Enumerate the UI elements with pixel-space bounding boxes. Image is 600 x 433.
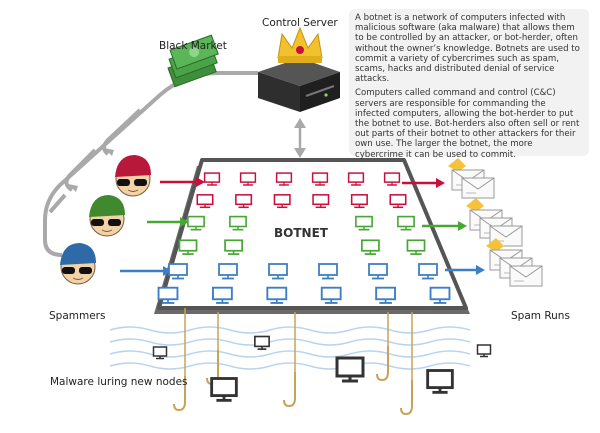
description-panel: A botnet is a network of computers infec…: [349, 9, 589, 160]
spammer-green-icon: [89, 195, 125, 237]
crown-icon: [277, 26, 323, 63]
description-paragraph-1: A botnet is a network of computers infec…: [355, 13, 580, 85]
spam-runs-label: Spam Runs: [511, 310, 570, 322]
description-paragraph-2: Computers called command and control (C&…: [355, 88, 580, 160]
spammers-label: Spammers: [49, 310, 106, 322]
spam-envelopes-blue: [486, 238, 543, 287]
spam-envelopes-red: [448, 158, 495, 199]
fishing-hooks: [173, 308, 413, 415]
spammer-blue-icon: [60, 243, 96, 285]
water-waves: [109, 326, 471, 370]
botnet-label: BOTNET: [274, 226, 328, 240]
control-server-label: Control Server: [262, 17, 338, 29]
command-arrows: [120, 177, 485, 276]
spam-envelopes-green: [466, 198, 523, 247]
spammer-red-icon: [115, 155, 151, 197]
black-market-label: Black Market: [159, 40, 227, 52]
money-icon: [167, 34, 219, 88]
server-icon: [258, 58, 340, 112]
malware-label: Malware luring new nodes: [50, 376, 188, 388]
server-link-arrow: [294, 118, 306, 158]
